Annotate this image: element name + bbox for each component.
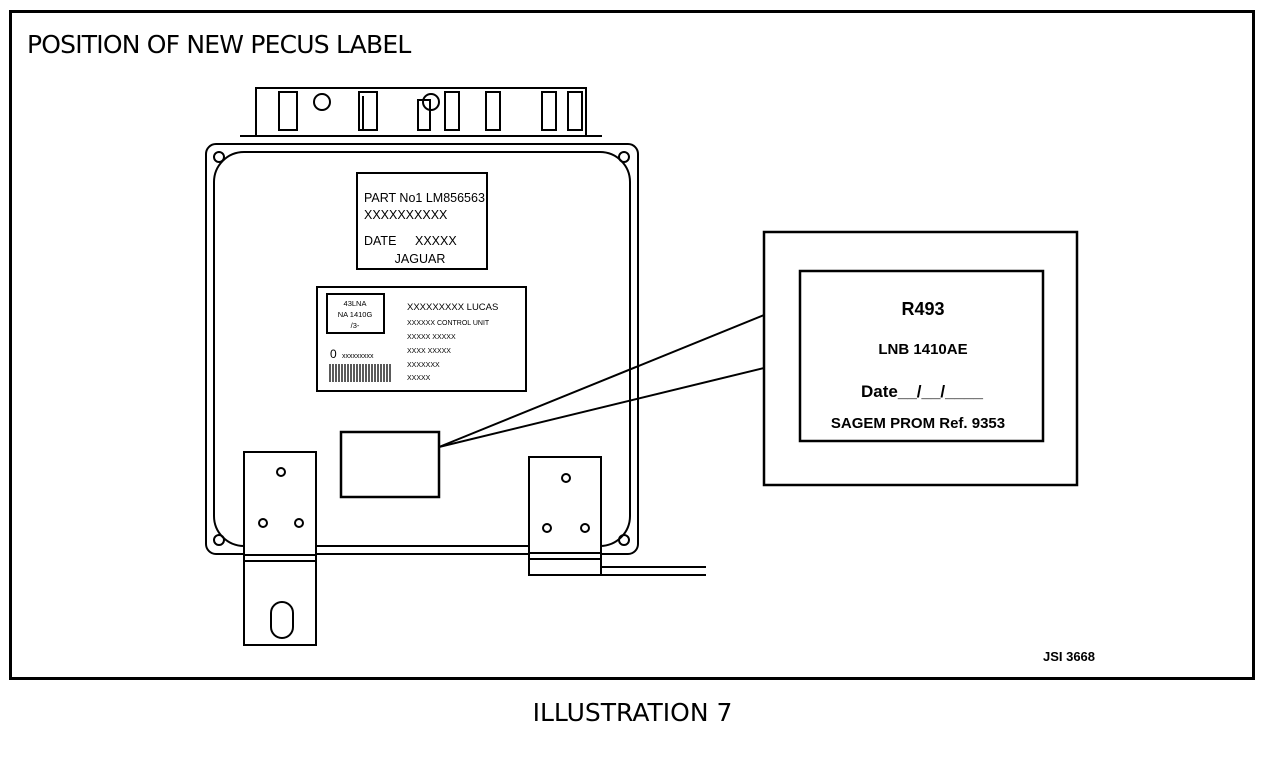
new-label-part-text: LNB 1410AE <box>878 341 967 358</box>
lucas-label-line: XXXXX XXXXX <box>407 334 456 341</box>
code-box-line: 43LNA <box>344 299 367 308</box>
part-number-text: PART No1 LM856563 <box>364 191 485 205</box>
mounting-hole <box>213 534 225 546</box>
lucas-label <box>316 286 527 392</box>
illustration-caption: ILLUSTRATION 7 <box>532 698 733 727</box>
lucas-label-line: XXXXXX CONTROL UNIT <box>407 320 490 327</box>
right-mounting-bracket <box>528 456 706 576</box>
reference-code-text: JSI 3668 <box>1043 649 1095 664</box>
ecu-body <box>205 143 639 555</box>
zero-mark-text: 0 <box>330 347 337 361</box>
existing-part-label <box>356 172 488 270</box>
code-box-line: /3- <box>351 321 360 330</box>
left-mounting-bracket <box>243 451 317 646</box>
callout-box <box>762 230 1079 487</box>
mounting-hole <box>618 534 630 546</box>
callout-line <box>438 367 765 448</box>
new-label-enlarged <box>798 269 1045 443</box>
lucas-label-line: XXXXXXXXX LUCAS <box>407 302 498 313</box>
callout-line <box>438 314 765 448</box>
date-value-text: XXXXX <box>415 234 457 248</box>
new-label-date-text: Date__/__/____ <box>861 382 983 401</box>
mounting-hole <box>213 151 225 163</box>
part-serial-text: XXXXXXXXXX <box>364 208 448 222</box>
brand-text: JAGUAR <box>395 252 446 266</box>
lucas-label-line: XXXXX <box>407 375 431 382</box>
illustration-title: POSITION OF NEW PECUS LABEL <box>27 30 411 59</box>
new-label-code-text: R493 <box>901 299 944 319</box>
new-label-prom-text: SAGEM PROM Ref. 9353 <box>831 415 1005 432</box>
lucas-label-line: XXXXXXX <box>407 362 440 369</box>
ecu-body-inner-edge <box>213 151 631 547</box>
illustration-frame <box>9 10 1255 680</box>
code-box-line: NA 1410G <box>338 310 373 319</box>
new-label-position <box>339 430 441 499</box>
zero-label-text: xxxxxxxxx <box>342 353 374 360</box>
lucas-label-code-box <box>326 293 385 334</box>
lucas-label-line: XXXX XXXXX <box>407 348 451 355</box>
barcode <box>329 364 391 382</box>
date-label-text: DATE <box>364 234 396 248</box>
ecu-connector <box>240 87 602 137</box>
mounting-hole <box>618 151 630 163</box>
